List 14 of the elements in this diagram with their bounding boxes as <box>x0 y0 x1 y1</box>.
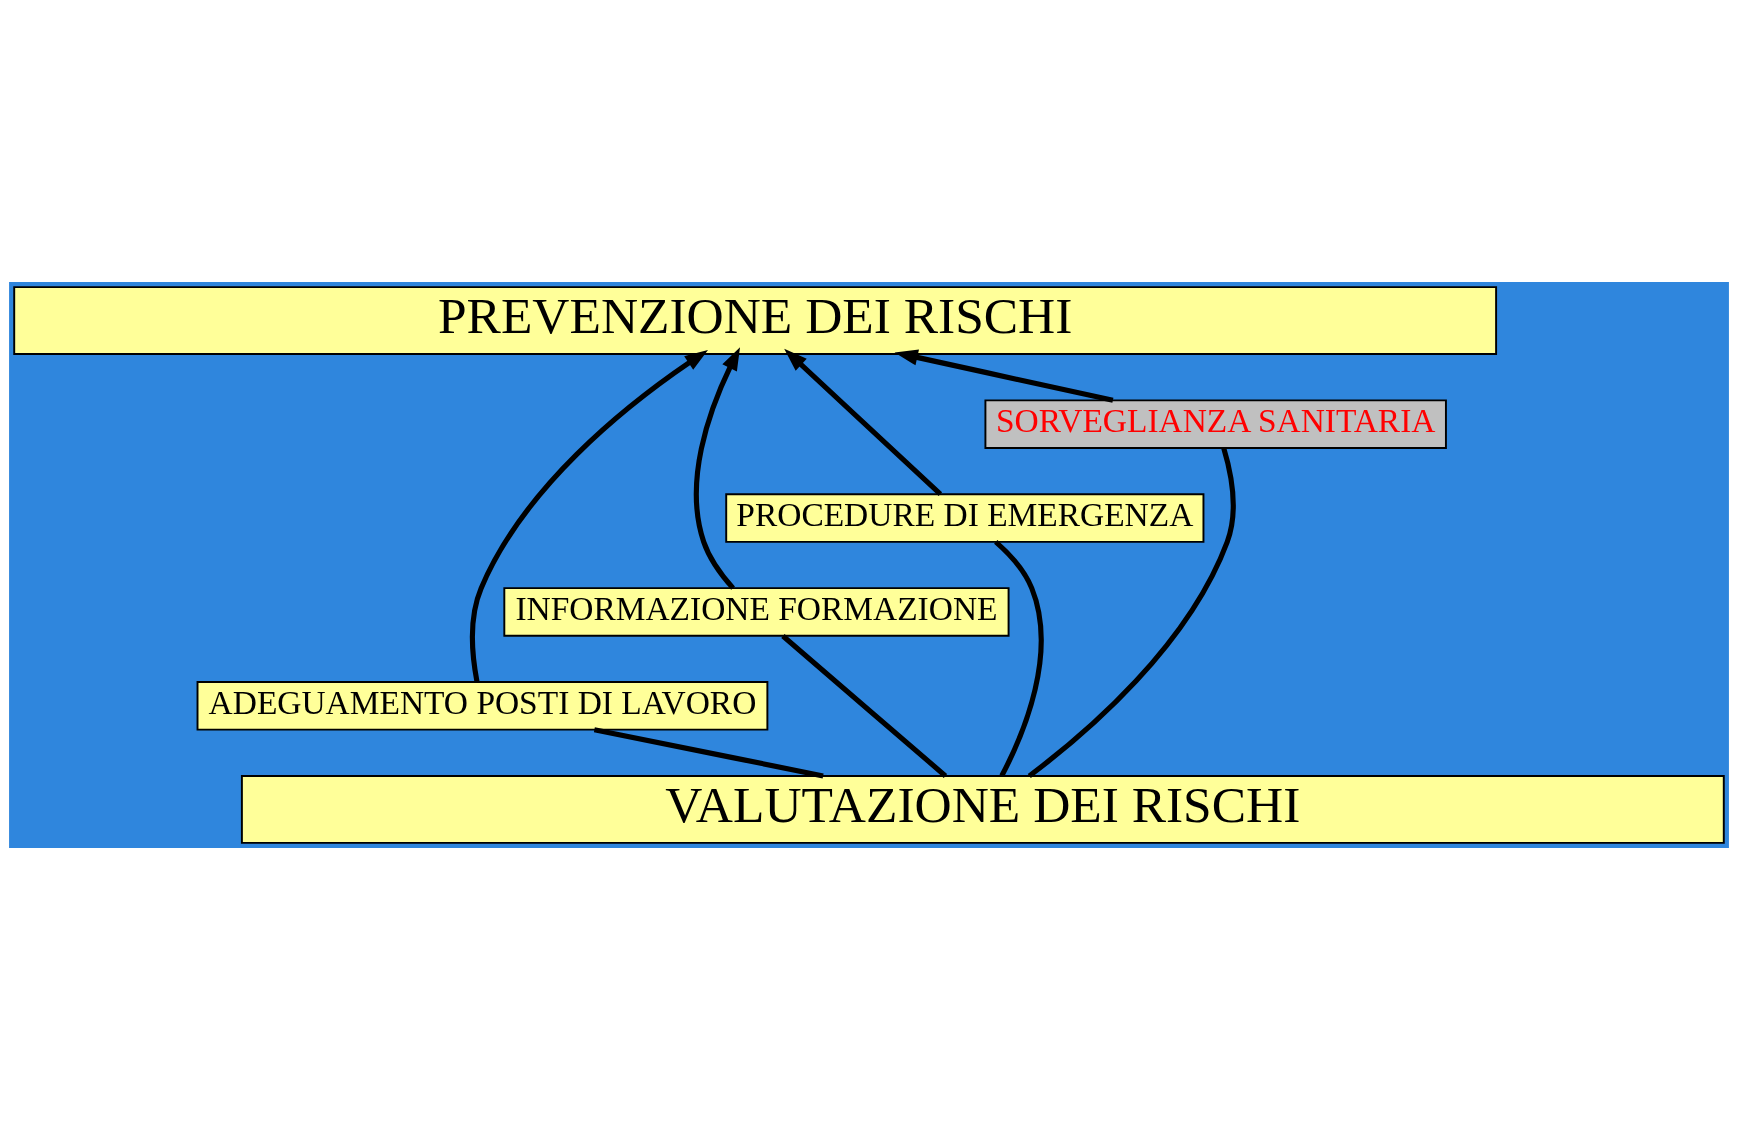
connector <box>781 633 948 778</box>
arrow <box>784 348 943 496</box>
arrow <box>894 348 1114 403</box>
node-box: VALUTAZIONE DEI RISCHI <box>240 774 1725 844</box>
node-box: SORVEGLIANZA SANITARIA <box>984 398 1447 449</box>
node-box: ADEGUAMENTO POSTI DI LAVORO <box>196 680 769 731</box>
connector <box>1027 446 1236 778</box>
connector <box>593 726 824 778</box>
arrow <box>470 349 708 682</box>
arrow <box>693 346 741 590</box>
node-box: PREVENZIONE DEI RISCHI <box>13 285 1498 355</box>
connector <box>994 539 1044 777</box>
node-box: INFORMAZIONE FORMAZIONE <box>503 586 1010 637</box>
node-box: PROCEDURE DI EMERGENZA <box>725 492 1205 543</box>
